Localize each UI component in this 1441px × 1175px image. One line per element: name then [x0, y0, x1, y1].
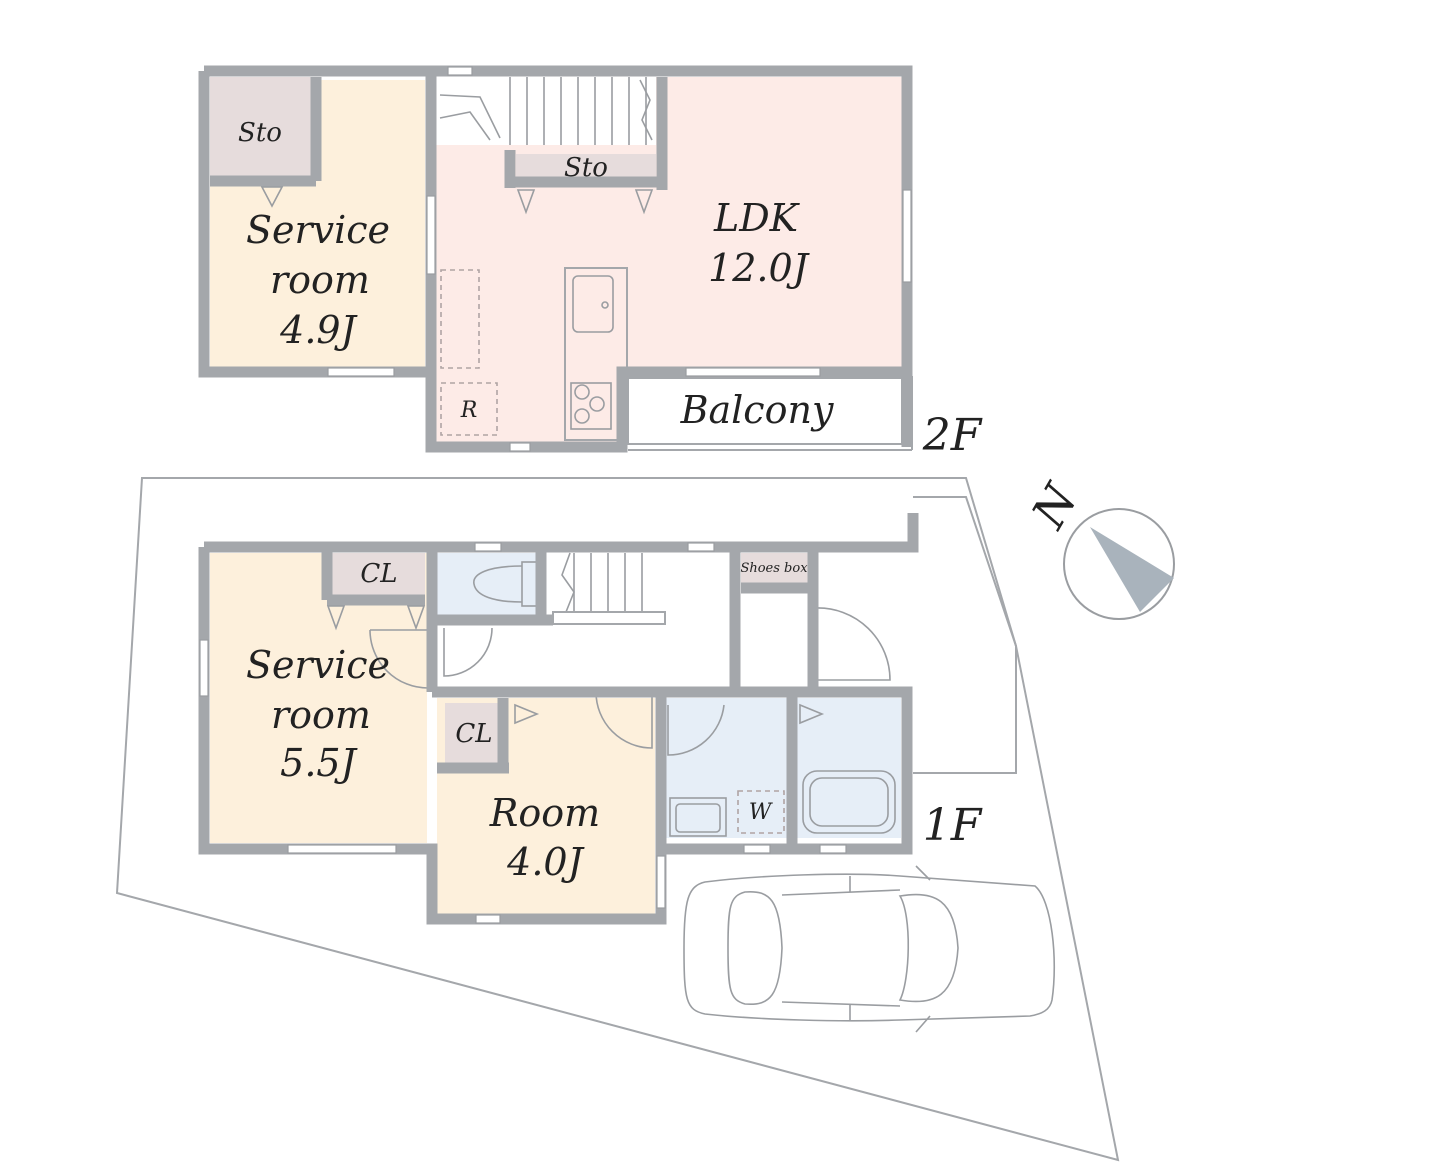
- shelf-space: [440, 269, 480, 369]
- shoes-box-fill: [741, 553, 808, 583]
- service-room-2f-size: 4.9J: [279, 308, 357, 352]
- stairs-1f: [552, 552, 666, 625]
- service-room-1f-name2: room: [271, 693, 371, 737]
- floor-1f: Service room 5.5J CL CL Shoes box Room 4…: [198, 496, 1017, 925]
- floor-1f-label: 1F: [923, 800, 983, 851]
- fridge-space: [440, 382, 498, 436]
- closet-top-label: CL: [360, 559, 397, 589]
- service-room-1f-name: Service: [246, 643, 390, 687]
- car-icon: [683, 865, 1056, 1033]
- closet-top-fill: [327, 553, 425, 595]
- washroom-fixtures: [669, 770, 896, 837]
- kitchen-counter: [564, 267, 628, 441]
- shoes-box-label: Shoes box: [740, 561, 808, 576]
- washroom-fill: [666, 698, 788, 838]
- door-swings-1f: [369, 607, 891, 756]
- entrance-porch: [913, 496, 1017, 774]
- storage-2f-left-label: Sto: [238, 118, 282, 148]
- balcony-label: Balcony: [680, 388, 834, 432]
- storage-2f-center-label: Sto: [564, 153, 608, 183]
- room-name: Room: [489, 791, 600, 835]
- washer-label: W: [749, 800, 774, 825]
- service-room-1f-size: 5.5J: [280, 741, 357, 785]
- refrigerator-label: R: [460, 398, 478, 423]
- walls-1f: [198, 513, 919, 925]
- ldk-name: LDK: [713, 196, 801, 240]
- ldk-size: 12.0J: [708, 246, 810, 290]
- stairs-2f: [439, 77, 653, 145]
- service-room-2f-name: Service: [246, 208, 390, 252]
- walls-2f: [198, 65, 913, 453]
- floor-2f-label: 2F: [922, 410, 983, 461]
- stair-2f-area: [436, 77, 656, 145]
- balcony-fill: [628, 378, 902, 442]
- balcony-rail: [627, 377, 903, 445]
- toilet-fill: [437, 553, 541, 615]
- compass-needle: [1090, 527, 1174, 612]
- floor-2f: Service room 4.9J Sto Sto LDK 12.0J Balc…: [198, 65, 983, 461]
- closet-room-label: CL: [455, 719, 492, 749]
- storage-2f-left-fill: [210, 77, 316, 181]
- room-size: 4.0J: [506, 840, 584, 884]
- bath-fill: [797, 698, 901, 838]
- closet-room-fill: [445, 703, 503, 763]
- lot-boundary: [115, 477, 1120, 1162]
- compass-icon: N: [1021, 474, 1175, 620]
- service-room-2f-name2: room: [270, 258, 370, 302]
